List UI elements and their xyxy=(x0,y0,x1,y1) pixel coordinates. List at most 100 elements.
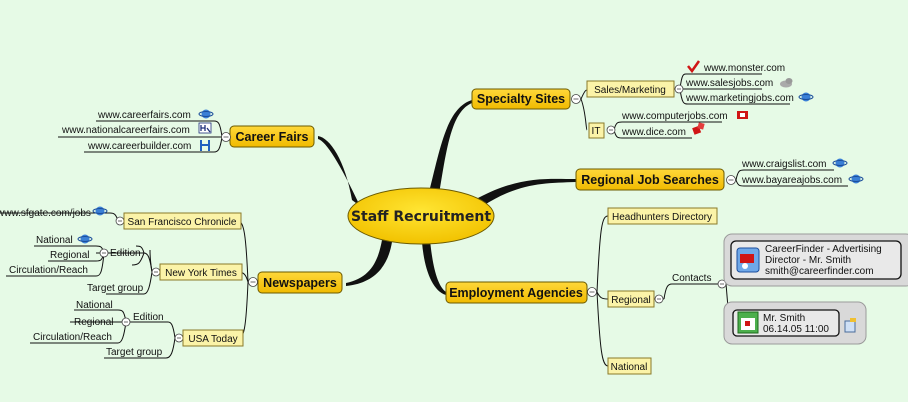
svg-text:Circulation/Reach: Circulation/Reach xyxy=(33,332,112,343)
svg-text:Contacts: Contacts xyxy=(672,273,711,284)
topic-newspapers[interactable]: Newspapers xyxy=(257,271,343,294)
contact-card[interactable]: CareerFinder - Advertising Director - Mr… xyxy=(723,233,908,287)
flag-icon xyxy=(737,111,748,119)
list-item[interactable]: www.marketingjobs.com xyxy=(685,93,794,104)
collapse-icon[interactable] xyxy=(121,317,131,327)
subtopic-it-label: IT xyxy=(592,126,601,137)
collapse-icon[interactable] xyxy=(99,248,109,258)
list-item[interactable]: www.careerfairs.com xyxy=(97,110,191,121)
svg-text:Edition: Edition xyxy=(110,248,141,259)
topic-newspapers-label: Newspapers xyxy=(263,276,337,290)
list-item[interactable]: National xyxy=(76,300,113,311)
collapse-icon[interactable] xyxy=(726,175,736,185)
topic-employment-agencies[interactable]: Employment Agencies xyxy=(445,281,588,304)
subtopic-regional[interactable]: Regional xyxy=(607,290,655,308)
subtopic-headhunters-label: Headhunters Directory xyxy=(612,212,712,223)
list-item[interactable]: Regional xyxy=(74,317,113,328)
web-link-icon xyxy=(832,158,848,168)
topic-regional-job-searches-label: Regional Job Searches xyxy=(581,173,719,187)
collapse-icon[interactable] xyxy=(674,84,684,94)
list-item[interactable]: www.monster.com xyxy=(703,63,785,74)
subtopic-usa-today[interactable]: USA Today xyxy=(182,329,244,347)
svg-text:CareerFinder - Advertising: CareerFinder - Advertising xyxy=(765,244,882,255)
list-item[interactable]: www.craigslist.com xyxy=(741,159,826,170)
list-item[interactable]: www.bayareajobs.com xyxy=(741,175,842,186)
fairs-logo-icon xyxy=(198,122,212,134)
note-icon xyxy=(844,318,856,333)
collapse-icon[interactable] xyxy=(606,125,616,135)
builder-logo-icon xyxy=(200,140,210,151)
web-link-icon xyxy=(77,234,93,244)
list-item[interactable]: www.salesjobs.com xyxy=(685,78,773,89)
collapse-icon[interactable] xyxy=(221,132,231,142)
topic-career-fairs-label: Career Fairs xyxy=(236,130,309,144)
svg-text:Director - Mr. Smith: Director - Mr. Smith xyxy=(765,255,851,266)
collapse-icon[interactable] xyxy=(151,267,161,277)
subtopic-usa-today-label: USA Today xyxy=(188,334,237,345)
subtopic-national[interactable]: National xyxy=(607,357,652,375)
web-link-icon xyxy=(92,206,108,216)
list-item[interactable]: www.computerjobs.com xyxy=(621,111,728,122)
svg-text:www.careerbuilder.com: www.careerbuilder.com xyxy=(87,141,191,152)
edition-label[interactable]: Edition xyxy=(110,248,141,259)
topic-career-fairs[interactable]: Career Fairs xyxy=(229,125,315,148)
central-topic[interactable]: Staff Recruitment xyxy=(347,187,495,245)
cloud-icon xyxy=(780,78,793,88)
appointment-card[interactable]: Mr. Smith 06.14.05 11:00 xyxy=(723,301,867,345)
web-link-icon xyxy=(198,109,214,119)
svg-text:www.monster.com: www.monster.com xyxy=(703,63,785,74)
subtopic-sf-chronicle[interactable]: San Francisco Chronicle xyxy=(123,212,242,230)
calendar-icon xyxy=(737,311,759,334)
list-item[interactable]: National xyxy=(36,235,73,246)
topic-specialty-sites-label: Specialty Sites xyxy=(477,92,565,106)
topic-employment-agencies-label: Employment Agencies xyxy=(449,286,583,300)
svg-text:Edition: Edition xyxy=(133,312,164,323)
collapse-icon[interactable] xyxy=(587,287,597,297)
topic-specialty-sites[interactable]: Specialty Sites xyxy=(471,88,571,110)
svg-text:www.marketingjobs.com: www.marketingjobs.com xyxy=(685,93,794,104)
contact-card-icon xyxy=(736,247,760,273)
svg-text:Regional: Regional xyxy=(74,317,113,328)
svg-text:smith@careerfinder.com: smith@careerfinder.com xyxy=(765,266,874,277)
svg-text:www.careerfairs.com: www.careerfairs.com xyxy=(97,110,191,121)
svg-text:National: National xyxy=(76,300,113,311)
collapse-icon[interactable] xyxy=(571,94,581,104)
list-item[interactable]: Circulation/Reach xyxy=(9,265,88,276)
collapse-icon[interactable] xyxy=(248,277,258,287)
subtopic-national-label: National xyxy=(611,362,648,373)
svg-text:www.nationalcareerfairs.com: www.nationalcareerfairs.com xyxy=(61,125,190,136)
subtopic-sales-marketing[interactable]: Sales/Marketing xyxy=(586,80,675,98)
subtopic-nyt[interactable]: New York Times xyxy=(159,263,243,281)
list-item[interactable]: Regional xyxy=(50,250,89,261)
subtopic-sf-chronicle-label: San Francisco Chronicle xyxy=(128,217,237,228)
list-item[interactable]: www.dice.com xyxy=(621,127,686,138)
subtopic-regional-label: Regional xyxy=(611,295,650,306)
contacts-label[interactable]: Contacts xyxy=(672,273,711,284)
checkmark-icon xyxy=(687,60,701,74)
svg-text:www.sfgate.com/jobs: www.sfgate.com/jobs xyxy=(0,208,91,219)
target-group-label[interactable]: Target group xyxy=(87,283,144,294)
svg-text:Target group: Target group xyxy=(87,283,144,294)
svg-text:www.salesjobs.com: www.salesjobs.com xyxy=(685,78,773,89)
target-group-label[interactable]: Target group xyxy=(106,347,163,358)
list-item[interactable]: Circulation/Reach xyxy=(33,332,112,343)
collapse-icon[interactable] xyxy=(174,333,184,343)
subtopic-it[interactable]: IT xyxy=(588,122,605,139)
svg-text:Circulation/Reach: Circulation/Reach xyxy=(9,265,88,276)
subtopic-sales-marketing-label: Sales/Marketing xyxy=(594,85,666,96)
edition-label[interactable]: Edition xyxy=(133,312,164,323)
topic-regional-job-searches[interactable]: Regional Job Searches xyxy=(575,168,725,191)
web-link-icon xyxy=(848,174,864,184)
list-item[interactable]: www.nationalcareerfairs.com xyxy=(61,125,190,136)
svg-text:Mr. Smith: Mr. Smith xyxy=(763,313,805,324)
svg-text:National: National xyxy=(36,235,73,246)
svg-text:www.bayareajobs.com: www.bayareajobs.com xyxy=(741,175,842,186)
subtopic-nyt-label: New York Times xyxy=(165,268,237,279)
subtopic-headhunters[interactable]: Headhunters Directory xyxy=(607,207,718,225)
list-item[interactable]: www.careerbuilder.com xyxy=(87,141,191,152)
svg-text:www.craigslist.com: www.craigslist.com xyxy=(741,159,826,170)
collapse-icon[interactable] xyxy=(115,216,125,226)
list-item[interactable]: www.sfgate.com/jobs xyxy=(0,208,91,219)
collapse-icon[interactable] xyxy=(654,294,664,304)
